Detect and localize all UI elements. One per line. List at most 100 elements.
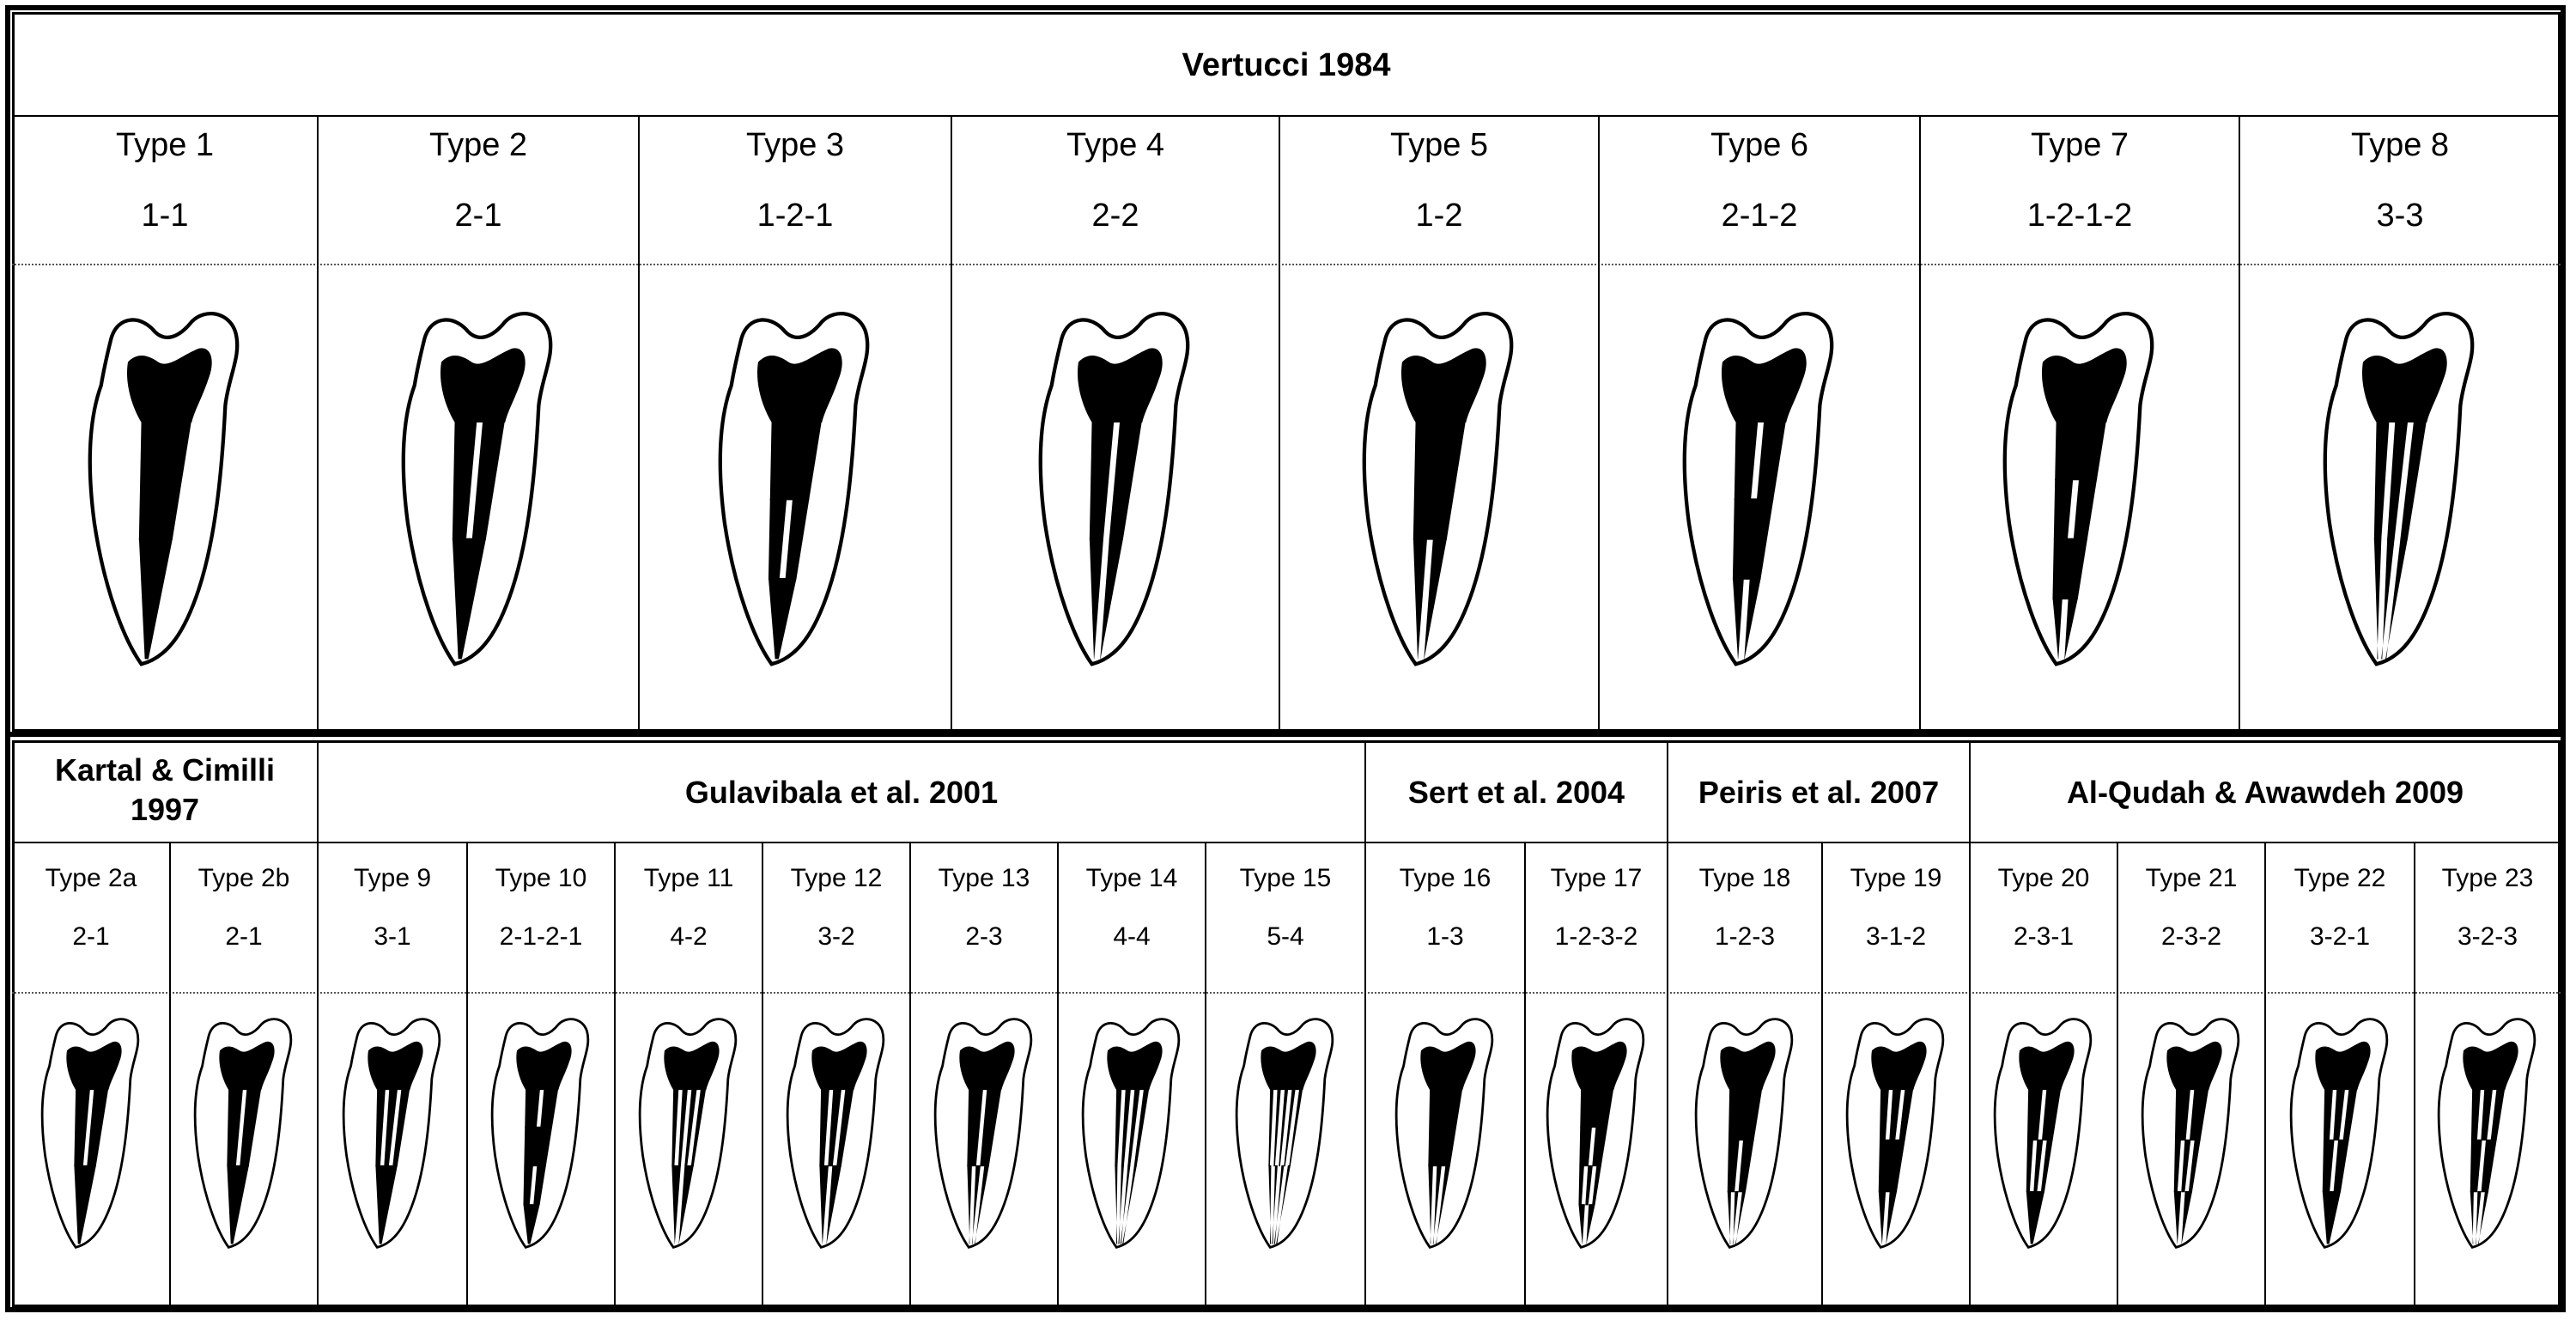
tooth-type-9-icon <box>342 1018 441 1249</box>
column-divider <box>169 842 171 1307</box>
column-divider <box>1279 115 1280 732</box>
tooth-type-5-icon <box>1362 312 1514 666</box>
tooth-type-20-icon <box>1993 1018 2093 1249</box>
type-label: Type 2 <box>428 127 528 163</box>
tooth-type-6-icon <box>1682 312 1834 666</box>
tooth-type-1-icon <box>88 312 240 666</box>
group-title: Al-Qudah & Awawdeh 2009 <box>2066 775 2464 810</box>
canal-code: 3-2 <box>817 922 855 951</box>
tooth-type-22-icon <box>2289 1018 2389 1249</box>
group-title: Sert et al. 2004 <box>1407 775 1625 810</box>
type-label: Type 17 <box>1550 864 1643 892</box>
type-label: Type 21 <box>2145 864 2238 892</box>
tooth-type-14-icon <box>1081 1018 1181 1249</box>
type-label: Type 4 <box>1066 127 1165 163</box>
column-divider <box>1667 842 1668 1307</box>
column-divider <box>2414 842 2415 1307</box>
tooth-type-2b-icon <box>193 1018 293 1249</box>
canal-code: 1-2-1 <box>756 198 834 234</box>
type-label: Type 9 <box>353 864 432 892</box>
type-label: Type 15 <box>1239 864 1332 892</box>
group-title: Peiris et al. 2007 <box>1698 775 1940 810</box>
column-divider <box>762 842 763 1307</box>
type-label: Type 7 <box>2030 127 2129 163</box>
tooth-type-19-icon <box>1845 1018 1945 1249</box>
canal-code: 5-4 <box>1267 922 1304 951</box>
vertucci-title: Vertucci 1984 <box>1182 47 1391 83</box>
type-label: Type 1 <box>115 127 215 163</box>
canal-code: 2-2 <box>1091 198 1139 234</box>
canal-code: 1-2-1-2 <box>2026 198 2133 234</box>
type-label: Type 20 <box>1997 864 2090 892</box>
type-label: Type 19 <box>1850 864 1942 892</box>
type-label: Type 14 <box>1085 864 1178 892</box>
type-label: Type 18 <box>1698 864 1791 892</box>
canal-code: 1-1 <box>141 198 189 234</box>
column-divider <box>1821 842 1823 1307</box>
type-label: Type 11 <box>643 864 734 892</box>
tooth-type-3-icon <box>718 312 870 666</box>
type-label: Type 23 <box>2441 864 2534 892</box>
type-label: Type 2b <box>197 864 290 892</box>
group-title: Gulavibala et al. 2001 <box>684 775 999 810</box>
tooth-type-21-icon <box>2141 1018 2240 1249</box>
tooth-type-10-icon <box>490 1018 590 1249</box>
canal-code: 3-2-1 <box>2309 922 2371 951</box>
canal-code: 1-2 <box>1415 198 1463 234</box>
column-divider <box>1919 115 1921 732</box>
bottom-label-divider <box>12 992 2561 994</box>
canal-code: 1-2-3-2 <box>1554 922 1638 951</box>
column-divider <box>2239 115 2240 732</box>
column-divider <box>1364 842 1366 1307</box>
group-header-divider <box>12 842 2561 843</box>
header-divider <box>12 115 2561 117</box>
column-divider <box>466 842 468 1307</box>
type-label: Type 10 <box>495 864 587 892</box>
canal-code: 2-1 <box>454 198 502 234</box>
canal-code: 4-2 <box>670 922 708 951</box>
canal-code: 3-2-3 <box>2457 922 2518 951</box>
column-divider <box>1057 842 1059 1307</box>
type-label: Type 13 <box>938 864 1030 892</box>
label-divider <box>12 264 2561 265</box>
tooth-type-2-icon <box>401 312 553 666</box>
column-divider <box>1598 115 1600 732</box>
tooth-type-18-icon <box>1694 1018 1794 1249</box>
canal-code: 2-3-1 <box>2013 922 2075 951</box>
canal-code: 4-4 <box>1113 922 1151 951</box>
column-divider <box>317 842 319 1307</box>
column-divider <box>909 842 911 1307</box>
canal-code: 1-3 <box>1426 922 1464 951</box>
tooth-type-12-icon <box>786 1018 885 1249</box>
canal-code: 2-1-2-1 <box>499 922 583 951</box>
canal-code: 2-1-2 <box>1721 198 1798 234</box>
column-divider <box>1205 842 1206 1307</box>
tooth-type-17-icon <box>1546 1018 1645 1249</box>
type-label: Type 22 <box>2293 864 2386 892</box>
vertucci-frame <box>12 12 2561 732</box>
tooth-type-15-icon <box>1235 1018 1334 1249</box>
column-divider <box>638 115 640 732</box>
tooth-type-2a-icon <box>40 1018 140 1249</box>
supplementary-frame <box>12 740 2561 1307</box>
tooth-type-7-icon <box>2002 312 2154 666</box>
type-label: Type 5 <box>1389 127 1489 163</box>
type-label: Type 2a <box>45 864 137 892</box>
group-title: Kartal & Cimilli 1997 <box>54 752 276 827</box>
column-divider <box>2117 842 2118 1307</box>
canal-code: 2-3 <box>965 922 1003 951</box>
tooth-type-4-icon <box>1038 312 1190 666</box>
type-label: Type 12 <box>790 864 883 892</box>
table-frame <box>5 5 2566 1312</box>
canal-code: 2-1 <box>72 922 110 951</box>
section-separator <box>5 732 2566 737</box>
tooth-type-13-icon <box>933 1018 1033 1249</box>
column-divider <box>317 115 319 732</box>
canal-code: 3-1 <box>374 922 411 951</box>
column-divider <box>951 115 952 732</box>
type-label: Type 8 <box>2350 127 2450 163</box>
type-label: Type 3 <box>745 127 845 163</box>
group-divider <box>317 740 319 842</box>
canal-code: 2-3-2 <box>2160 922 2222 951</box>
tooth-type-23-icon <box>2437 1018 2537 1249</box>
